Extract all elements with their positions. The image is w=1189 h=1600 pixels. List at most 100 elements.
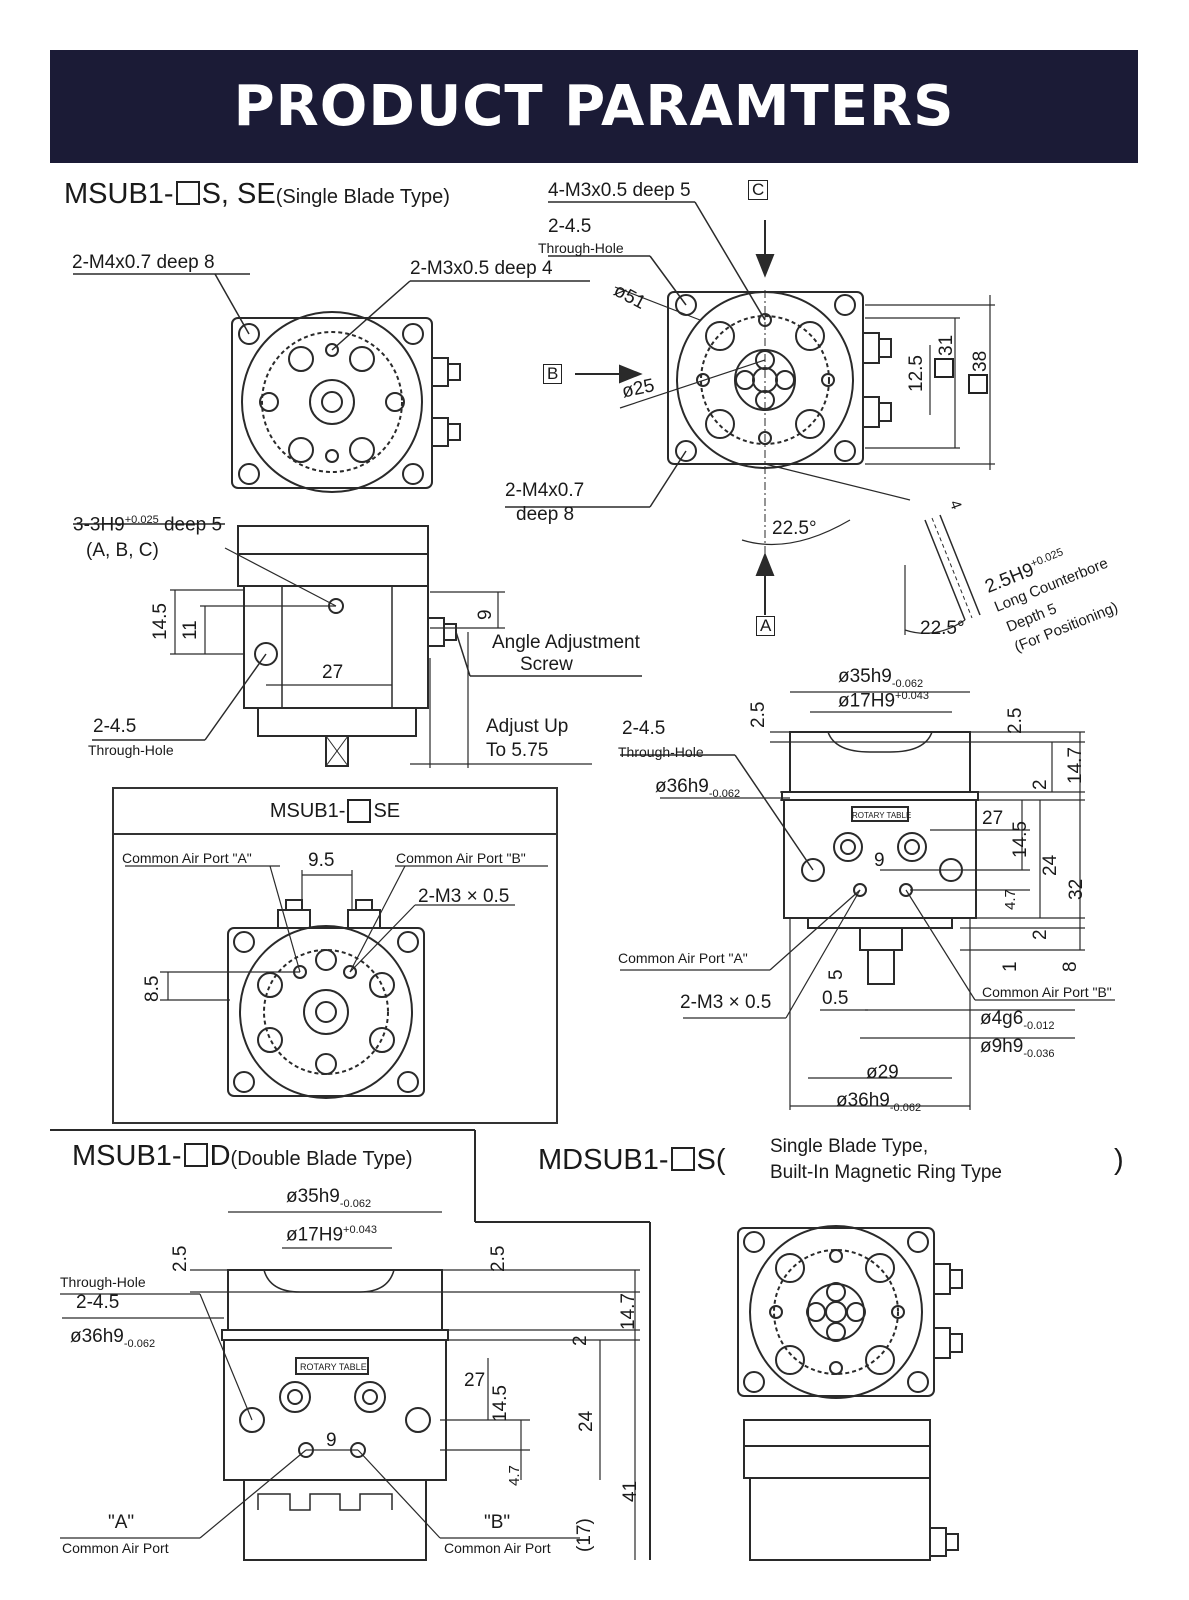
dim-2-b: 2 [570,1335,591,1346]
dim-2-5-b-right: 2.5 [488,1245,509,1272]
model-suffix: S, SE [201,178,276,210]
label-through-hole-left: Through-Hole [88,742,174,758]
dim-14-7-b: 14.7 [618,1293,639,1330]
dim-31: 31 [934,335,958,380]
dim-2-r-top: 2 [1030,779,1051,790]
dim-32-r: 32 [1066,878,1087,900]
label-m4-line1: 2-M4x0.7 [505,480,585,501]
double-blade-elevation [221,1269,449,1561]
dim-24-r: 24 [1040,854,1061,876]
magnetic-close-paren: ) [1114,1144,1124,1176]
rotary-table-plate-b: ROTARY TABLE [300,1362,367,1372]
label-angle-screw-2: Screw [520,654,573,675]
label-through-hole-r: Through-Hole [618,744,704,760]
dim-9-left: 9 [475,609,496,620]
view-a-label: A [756,616,776,636]
dim-9-b: 9 [326,1430,337,1451]
dim-14-5-r: 14.5 [1010,821,1031,858]
inset-port-b: Common Air Port "B" [396,850,526,866]
dim-2-5-r-left: 2.5 [748,701,769,728]
square-symbol-icon [670,1147,695,1171]
view-b-label: B [543,364,563,384]
inset-port-a: Common Air Port "A" [122,850,252,866]
square-symbol-icon [347,799,372,823]
dim-14-5-left: 14.5 [150,603,171,640]
magnetic-heading: MDSUB1-S( [538,1144,726,1176]
dim-9-r: 9 [874,850,885,871]
label-phi36h9-bottom: ø36h9-0.062 [836,1090,922,1114]
dim-2-r-bottom: 2 [1030,929,1051,940]
right-port-a: Common Air Port "A" [618,950,748,966]
se-inset-frame: MSUB1-SE [112,787,558,1124]
se-inset-heading: MSUB1-SE [114,789,556,835]
label-hole-top: 2-4.5 [548,216,592,237]
magnetic-type-views [737,1225,963,1561]
dim-17-b: (17) [574,1518,595,1552]
label-m4-line2: deep 8 [516,504,575,525]
label-phi9h9: ø9h9-0.036 [980,1036,1055,1060]
square-symbol-icon [183,1143,208,1167]
dim-12-5: 12.5 [906,355,927,392]
dim-2-5-r-right: 2.5 [1005,707,1026,734]
label-m4-deep8: 2-M4x0.7 deep 8 [72,252,215,273]
dim-2-5-b-left: 2.5 [170,1245,191,1272]
se-inset-view [125,865,548,1099]
dim-27-r: 27 [982,808,1004,829]
label-hole-r: 2-4.5 [622,718,666,739]
right-port-b: Common Air Port "B" [982,984,1112,1000]
view-c-label: C [748,180,769,200]
label-port-b-short: "B" [484,1512,511,1533]
label-hole-b: 2-4.5 [76,1292,120,1313]
label-m3-deep4: 2-M3x0.5 deep 4 [410,258,553,279]
inset-m3: 2-M3 × 0.5 [418,886,510,907]
dim-11-left: 11 [180,620,201,640]
label-through-hole-top: Through-Hole [538,240,624,256]
dim-4-7-b: 4.7 [506,1465,523,1486]
dim-27-left: 27 [322,662,344,683]
label-adjust-1: Adjust Up [486,716,569,737]
page-title: PRODUCT PARAMTERS [233,74,955,139]
dim-0-5-r: 0.5 [822,988,849,1009]
model-type: (Single Blade Type) [275,186,450,208]
label-h9-3: 3-3H9+0.025 deep 5 [73,514,223,536]
dim-38: 38 [968,351,992,396]
label-m3-deep5: 4-M3x0.5 deep 5 [548,180,691,201]
dim-8-r: 8 [1060,961,1081,972]
label-phi4g6: ø4g6-0.012 [980,1008,1055,1032]
label-phi17h9-b: ø17H9+0.043 [286,1224,377,1246]
top-left-plan-view [231,311,461,493]
label-port-a-common: Common Air Port [62,1540,169,1556]
right-m3: 2-M3 × 0.5 [680,992,772,1013]
label-hole-left: 2-4.5 [93,716,137,737]
label-phi17h9-r: ø17H9+0.043 [838,690,929,712]
label-phi36h9-r: ø36h9-0.062 [655,776,741,800]
rotary-table-plate-r: ROTARY TABLE [852,811,912,820]
label-phi36h9-b: ø36h9-0.062 [70,1326,156,1350]
magnetic-type-line2: Built-In Magnetic Ring Type [770,1162,1002,1183]
dim-5-r: 5 [826,969,847,980]
header-banner: PRODUCT PARAMTERS [50,50,1138,163]
label-phi35h9-b: ø35h9-0.062 [286,1186,372,1210]
pin-detail [904,514,981,635]
label-port-a-short: "A" [108,1512,135,1533]
dim-27-b: 27 [464,1370,486,1391]
right-elevation-view [781,731,979,1110]
dim-8-5: 8.5 [142,975,163,1002]
square-symbol-icon [175,181,200,205]
dim-14-5-b: 14.5 [490,1385,511,1422]
single-blade-heading: MSUB1-S, SE(Single Blade Type) [64,178,450,211]
label-through-hole-b: Through-Hole [60,1274,146,1290]
label-angle-screw-1: Angle Adjustment [492,632,640,653]
left-side-view [237,525,457,767]
dim-41-b: 41 [620,1480,641,1502]
magnetic-type-line1: Single Blade Type, [770,1136,929,1157]
angle-22-5-lower: 22.5° [920,618,965,639]
label-phi29: ø29 [866,1062,899,1083]
double-blade-heading: MSUB1-D(Double Blade Type) [72,1140,413,1172]
label-abc: (A, B, C) [86,540,159,561]
dim-14-7-r: 14.7 [1065,747,1086,784]
angle-22-5-upper: 22.5° [772,518,817,539]
dim-24-b: 24 [576,1410,597,1432]
dim-1-r: 1 [1000,961,1021,972]
